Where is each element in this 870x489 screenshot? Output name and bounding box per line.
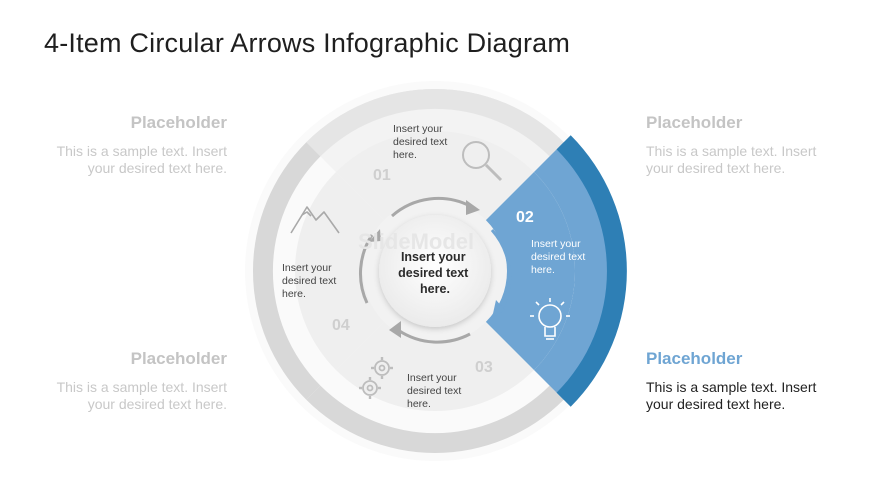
- page-title: 4-Item Circular Arrows Infographic Diagr…: [44, 28, 571, 58]
- segment-03-text: Insert your desired text here.: [407, 372, 464, 410]
- arrow-head-icon: [389, 321, 401, 338]
- placeholder-heading: Placeholder: [646, 113, 743, 132]
- arrow-head-icon: [466, 200, 480, 215]
- segment-03-number: 03: [475, 359, 493, 376]
- segment-03[interactable]: [306, 317, 564, 454]
- placeholder-top-left: Placeholder This is a sample text. Inser…: [27, 113, 227, 177]
- lightbulb-icon: [530, 298, 570, 340]
- placeholder-body: This is a sample text. Insert your desir…: [56, 143, 227, 176]
- watermark: SlideModel: [358, 229, 474, 254]
- placeholder-heading: Placeholder: [130, 349, 227, 368]
- segment-02[interactable]: [481, 119, 636, 423]
- magnifier-icon: [462, 141, 503, 182]
- segment-04[interactable]: [252, 142, 389, 400]
- placeholder-body: This is a sample text. Insert your desir…: [56, 379, 227, 412]
- segment-02-text: Insert your desired text here.: [531, 238, 588, 276]
- segment-01-text: Insert your desired text here.: [393, 123, 450, 161]
- placeholder-top-right: Placeholder This is a sample text. Inser…: [646, 113, 846, 177]
- placeholder-heading: Placeholder: [646, 349, 743, 368]
- segment-01-number: 01: [373, 167, 391, 184]
- segment-02-number: 02: [516, 209, 534, 226]
- center-circle: [379, 215, 491, 327]
- arrow-head-icon: [369, 229, 381, 242]
- placeholder-bottom-right: Placeholder This is a sample text. Inser…: [646, 349, 846, 413]
- placeholder-body: This is a sample text. Insert your desir…: [646, 379, 817, 412]
- center-text: Insert your desired text here.: [398, 250, 472, 296]
- mountain-icon: [290, 206, 340, 234]
- placeholder-bottom-left: Placeholder This is a sample text. Inser…: [27, 349, 227, 413]
- segment-01[interactable]: [306, 88, 564, 225]
- cycle-arrows: [358, 196, 471, 344]
- placeholder-heading: Placeholder: [130, 113, 227, 132]
- gears-icon: [359, 357, 393, 399]
- segment-04-text: Insert your desired text here.: [282, 262, 339, 300]
- arrow-head-icon: [492, 300, 505, 318]
- segment-04-number: 04: [332, 317, 350, 334]
- cycle-arrow-active: [490, 229, 512, 313]
- placeholder-body: This is a sample text. Insert your desir…: [646, 143, 817, 176]
